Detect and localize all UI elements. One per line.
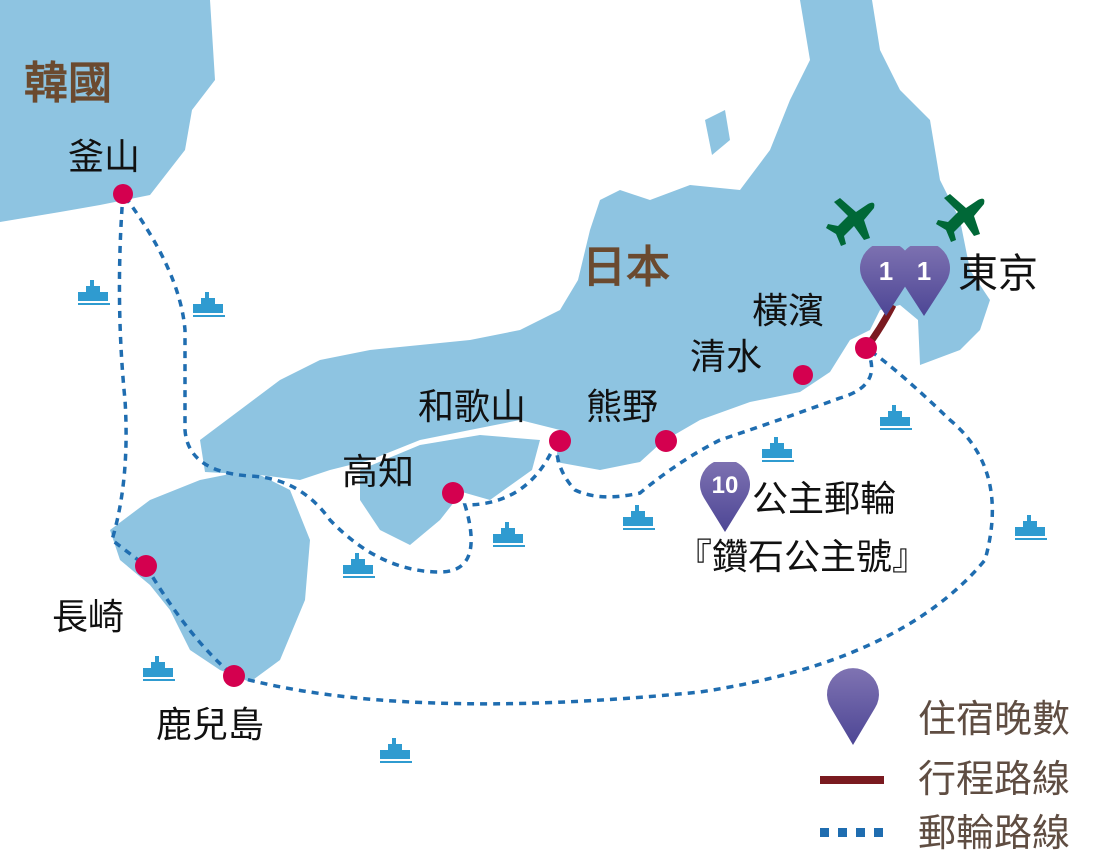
ship-icon [143, 656, 175, 681]
nagasaki-label: 長崎 [52, 597, 125, 638]
busan-label: 釜山 [68, 137, 141, 178]
ship-icon [1015, 515, 1047, 540]
nights-count: 1 [878, 256, 894, 286]
nights-count: 1 [916, 256, 932, 286]
ship-icon [380, 738, 412, 763]
port-dot-kochi[interactable] [442, 482, 464, 504]
honshu-land [200, 0, 990, 480]
legend-pin-icon [827, 668, 879, 745]
ship-icon [762, 437, 794, 462]
port-dot-yokohama[interactable] [855, 337, 877, 359]
ship-icon [78, 280, 110, 305]
cruise-route [109, 192, 995, 706]
tokyo-label: 東京 [958, 251, 1038, 297]
port-dot-kagoshima[interactable] [223, 665, 245, 687]
ship-name-line2: 『鑽石公主號』 [676, 537, 929, 578]
ship-icon [493, 522, 525, 547]
port-dot-nagasaki[interactable] [135, 555, 157, 577]
shimizu-label: 清水 [690, 337, 763, 378]
kochi-label: 高知 [342, 452, 415, 493]
ship-icon [193, 292, 225, 317]
cruise-nights-pin: 10 [700, 462, 750, 532]
nights-count: 10 [711, 472, 739, 499]
ship-icon [880, 405, 912, 430]
ship-icon [623, 505, 655, 530]
yokohama-label: 橫濱 [752, 291, 825, 332]
legend-itinerary-line [820, 776, 884, 784]
kyushu-land [110, 470, 310, 682]
kumano-label: 熊野 [586, 387, 659, 428]
sado-island [705, 110, 730, 155]
legend-itinerary-label: 行程路線 [918, 757, 1071, 801]
port-dot-wakayama[interactable] [549, 430, 571, 452]
legend-cruise-line [820, 828, 883, 837]
port-dot-shimizu[interactable] [793, 365, 813, 385]
nights-pin: 1 [898, 246, 950, 316]
port-markers [113, 184, 877, 687]
legend-cruise-label: 郵輪路線 [918, 811, 1071, 855]
ship-icon [343, 553, 375, 578]
korea-land [0, 0, 215, 222]
port-dot-kumano[interactable] [655, 430, 677, 452]
korea-label: 韓國 [24, 58, 112, 109]
ship-name-line1: 公主郵輪 [752, 479, 897, 520]
port-dot-busan[interactable] [113, 184, 133, 204]
wakayama-label: 和歌山 [418, 387, 527, 428]
legend-nights-label: 住宿晚數 [918, 697, 1071, 741]
kagoshima-label: 鹿兒島 [156, 705, 265, 746]
japan-label: 日本 [582, 242, 670, 293]
